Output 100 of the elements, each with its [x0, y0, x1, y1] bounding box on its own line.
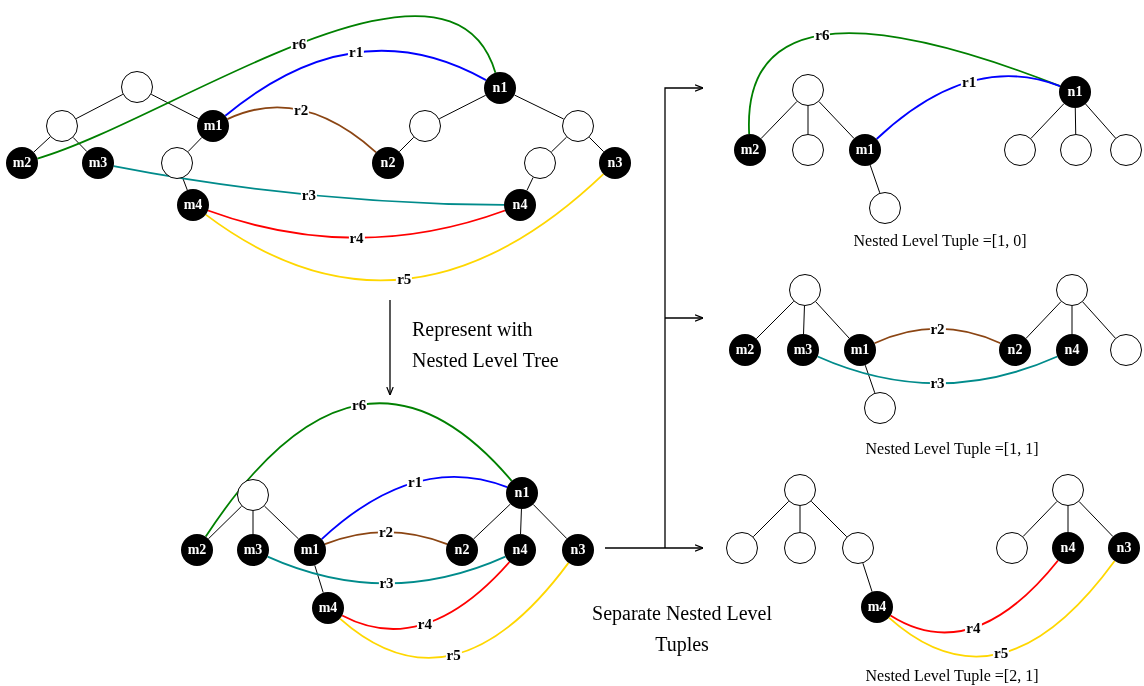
tree-node: n4 — [1056, 334, 1088, 366]
empty-tree-node — [996, 532, 1028, 564]
edge-label: r6 — [814, 27, 831, 43]
tree-node: n1 — [506, 477, 538, 509]
empty-tree-node — [121, 71, 153, 103]
relation-arc — [320, 476, 508, 540]
tree-edge — [1078, 501, 1114, 537]
tree-edge — [1071, 305, 1073, 335]
tree-node: m4 — [312, 592, 344, 624]
tree-node: n3 — [1108, 532, 1140, 564]
tree-node: n3 — [562, 534, 594, 566]
relation-arc — [816, 355, 1059, 385]
tree-node: m1 — [844, 334, 876, 366]
tree-node: m3 — [787, 334, 819, 366]
relation-arc — [204, 173, 605, 282]
relation-arc — [324, 531, 448, 546]
empty-tree-node — [1004, 134, 1036, 166]
tree-edge — [803, 305, 805, 335]
empty-tree-node — [1060, 134, 1092, 166]
tree-edge — [799, 505, 801, 533]
tree-edge — [72, 136, 88, 153]
tree-edge — [473, 503, 511, 540]
tree-node: m2 — [734, 134, 766, 166]
tree-edge — [752, 500, 790, 538]
tree-edge — [33, 136, 51, 153]
caption-text: Nested Level Tuple =[1, 1] — [864, 440, 1040, 458]
tree-node: m1 — [294, 534, 326, 566]
tree-node: m4 — [177, 189, 209, 221]
tree-edge — [75, 93, 124, 120]
edge-label: r2 — [929, 321, 946, 337]
tree-edge — [1085, 103, 1116, 139]
tree-edge — [815, 301, 850, 339]
empty-tree-node — [237, 479, 269, 511]
edge-label: r2 — [293, 102, 310, 118]
edge-label: r1 — [961, 74, 978, 90]
empty-tree-node — [784, 532, 816, 564]
tree-edge — [264, 505, 299, 540]
relation-arc — [339, 561, 570, 659]
tree-node: m1 — [197, 110, 229, 142]
tree-edge — [314, 564, 324, 594]
tree-node: m2 — [729, 334, 761, 366]
empty-tree-node — [524, 147, 556, 179]
tree-node: m1 — [849, 134, 881, 166]
tree-node: m4 — [861, 591, 893, 623]
relation-arc — [889, 559, 1059, 634]
tree-edge — [550, 136, 568, 153]
tree-node: n3 — [599, 147, 631, 179]
empty-tree-node — [1056, 274, 1088, 306]
tree-edge — [755, 300, 795, 340]
empty-tree-node — [1110, 134, 1142, 166]
relation-arc — [112, 165, 505, 206]
tree-edge — [869, 164, 881, 194]
tree-edge — [187, 136, 203, 153]
empty-tree-node — [869, 192, 901, 224]
relation-arc — [204, 402, 513, 538]
edge-label: r5 — [445, 647, 462, 663]
tree-edge — [818, 101, 855, 139]
tree-edge — [398, 136, 415, 153]
tree-node: m3 — [82, 147, 114, 179]
relation-arc — [875, 75, 1061, 140]
tree-edge — [807, 105, 809, 135]
tree-node: n4 — [504, 534, 536, 566]
empty-tree-node — [562, 110, 594, 142]
tree-edge — [1022, 501, 1058, 537]
caption-text: Nested Level Tuple =[1, 0] — [852, 232, 1028, 250]
empty-tree-node — [792, 134, 824, 166]
caption-text: Nested Level Tuple =[2, 1] — [864, 667, 1040, 685]
tree-edge — [1030, 103, 1065, 139]
tree-edge — [520, 508, 522, 535]
empty-tree-node — [46, 110, 78, 142]
edge-label: r3 — [378, 575, 395, 591]
edge-label: r4 — [348, 230, 365, 246]
tree-edge — [810, 500, 848, 538]
relation-arc — [873, 327, 1002, 345]
tree-edge — [252, 510, 254, 535]
relation-arc — [888, 560, 1116, 658]
tree-edge — [532, 503, 568, 540]
edge-label: r5 — [396, 271, 413, 287]
annotation-text: Represent with Nested Level Tree — [412, 317, 560, 373]
tree-edge — [150, 93, 200, 120]
edge-label: r4 — [416, 616, 433, 632]
relation-arc — [207, 209, 506, 239]
tree-node: n1 — [484, 72, 516, 104]
edge-label: r1 — [407, 474, 424, 490]
edge-label: r3 — [929, 375, 946, 391]
empty-tree-node — [1052, 474, 1084, 506]
tree-edge — [182, 177, 188, 191]
edge-label: r6 — [291, 36, 308, 52]
tree-edge — [1074, 107, 1077, 135]
edge-label: r3 — [300, 187, 317, 203]
edge-label: r5 — [993, 645, 1010, 661]
empty-tree-node — [726, 532, 758, 564]
tree-node: n2 — [446, 534, 478, 566]
empty-tree-node — [409, 110, 441, 142]
tree-edge — [513, 94, 565, 120]
edge-label: r1 — [348, 44, 365, 60]
empty-tree-node — [161, 147, 193, 179]
empty-tree-node — [792, 74, 824, 106]
tree-edge — [207, 505, 243, 540]
empty-tree-node — [789, 274, 821, 306]
